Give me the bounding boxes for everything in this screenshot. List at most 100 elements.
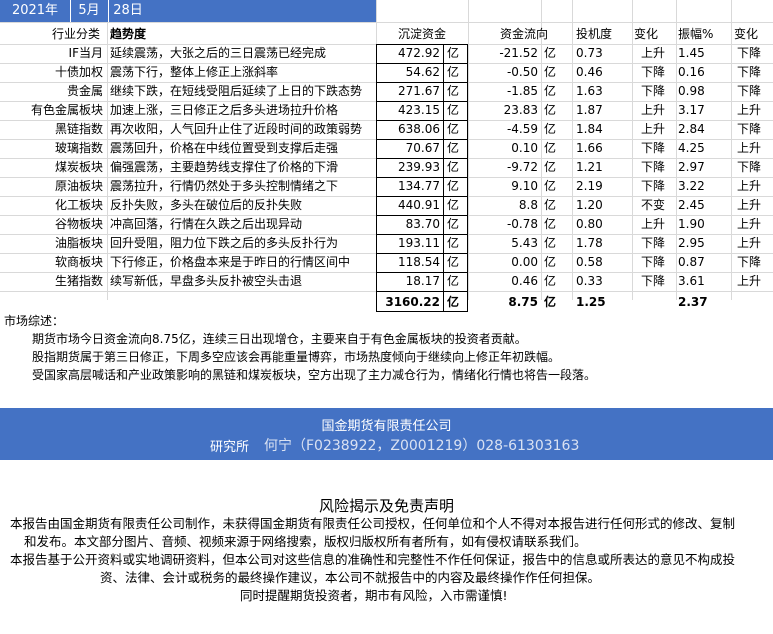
row-name: 谷物板块 <box>54 217 103 231</box>
row-capital-unit: 亿 <box>447 255 460 269</box>
header-change1: 变化 <box>634 27 659 41</box>
row-change1: 上升 <box>641 122 666 136</box>
row-speculation: 1.84 <box>576 122 603 136</box>
row-trend: 续写新低，早盘多头反扑被空头击退 <box>110 274 303 288</box>
row-flow: -1.85 <box>506 84 538 98</box>
row-name: IF当月 <box>68 46 103 60</box>
date-day: 28日 <box>113 3 143 18</box>
row-speculation: 1.20 <box>576 198 603 212</box>
header-amplitude: 振幅% <box>678 27 714 41</box>
row-name: 贵金属 <box>66 84 103 98</box>
summary-line: 受国家高层喊话和产业政策影响的黑链和煤炭板块，空方出现了主力减仓行为，情绪化行情… <box>32 368 597 382</box>
row-trend: 冲高回落，行情在久跌之后出现异动 <box>110 217 303 231</box>
row-change2: 上升 <box>737 179 762 193</box>
row-trend: 震荡回升，价格在中线位置受到支撑后走强 <box>110 141 339 155</box>
capital-box-rule <box>376 196 468 197</box>
row-change1: 下降 <box>641 274 666 288</box>
date-year: 2021年 <box>0 0 71 22</box>
disclaimer-line: 资、法律、会计或税务的最终操作建议，本公司不就报告中的内容及最终操作作任何担保。 <box>100 570 601 585</box>
row-trend: 反扑失败，多头在破位后的反扑失败 <box>110 198 303 212</box>
row-flow: -4.59 <box>506 122 538 136</box>
row-capital-unit: 亿 <box>447 65 460 79</box>
row-name: 原油板块 <box>54 179 103 193</box>
row-change1: 下降 <box>641 84 666 98</box>
row-amplitude: 0.98 <box>678 84 705 98</box>
row-flow-unit: 亿 <box>544 217 557 231</box>
summary-label: 市场综述： <box>4 314 65 328</box>
row-change2: 下降 <box>737 46 762 60</box>
row-name: 煤炭板块 <box>54 160 103 174</box>
row-change2: 下降 <box>737 122 762 136</box>
row-amplitude: 2.95 <box>678 236 705 250</box>
summary-line: 期货市场今日资金流向8.75亿，连续三日出现增仓，主要来自于有色金属板块的投资者… <box>32 332 527 346</box>
row-amplitude: 1.90 <box>678 217 705 231</box>
row-flow-unit: 亿 <box>544 255 557 269</box>
capital-box-rule <box>376 215 468 216</box>
row-capital-unit: 亿 <box>447 217 460 231</box>
row-change2: 上升 <box>737 198 762 212</box>
row-capital: 638.06 <box>398 122 440 136</box>
grid-line <box>541 0 542 300</box>
row-capital: 18.17 <box>405 274 440 288</box>
row-name: 化工板块 <box>54 198 103 212</box>
row-flow: 0.00 <box>511 255 538 269</box>
row-change2: 上升 <box>737 217 762 231</box>
capital-box-divider <box>443 44 444 312</box>
row-capital: 70.67 <box>405 141 440 155</box>
row-trend: 加速上涨，三日修正之后多头进场拉升价格 <box>110 103 339 117</box>
row-capital: 472.92 <box>398 46 440 60</box>
grid-line <box>676 0 677 300</box>
row-flow: 8.8 <box>518 198 538 212</box>
row-speculation: 1.87 <box>576 103 603 117</box>
row-amplitude: 0.16 <box>678 65 705 79</box>
row-change2: 下降 <box>737 84 762 98</box>
row-amplitude: 2.97 <box>678 160 705 174</box>
row-change1: 下降 <box>641 236 666 250</box>
row-capital: 54.62 <box>405 65 440 79</box>
row-amplitude: 3.22 <box>678 179 705 193</box>
row-name: 生猪指数 <box>54 274 103 288</box>
row-amplitude: 1.45 <box>678 46 705 60</box>
capital-box-rule <box>376 253 468 254</box>
capital-box-rule <box>376 158 468 159</box>
row-flow: -9.72 <box>506 160 538 174</box>
row-change2: 上升 <box>737 274 762 288</box>
total-speculation: 1.25 <box>576 295 606 309</box>
row-capital-unit: 亿 <box>447 160 460 174</box>
row-capital-unit: 亿 <box>447 236 460 250</box>
row-capital: 134.77 <box>398 179 440 193</box>
analyst-contact: 何宁（F0238922，Z0001219）028-61303163 <box>264 438 580 454</box>
row-flow: -0.50 <box>506 65 538 79</box>
row-amplitude: 2.84 <box>678 122 705 136</box>
row-capital: 423.15 <box>398 103 440 117</box>
row-speculation: 1.63 <box>576 84 603 98</box>
disclaimer-line: 本报告基于公开资料或实地调研资料，但本公司对这些信息的准确性和完整性不作任何保证… <box>10 552 736 567</box>
capital-box-rule <box>376 139 468 140</box>
totals-row: 3160.22 亿 8.75 亿 1.25 2.37 <box>0 293 773 312</box>
row-change1: 下降 <box>641 141 666 155</box>
row-capital-unit: 亿 <box>447 198 460 212</box>
department: 研究所 <box>210 440 250 455</box>
row-change2: 下降 <box>737 65 762 79</box>
total-flow: 8.75 <box>508 295 538 309</box>
row-trend: 震荡拉升，行情仍然处于多头控制情绪之下 <box>110 179 339 193</box>
row-capital-unit: 亿 <box>447 103 460 117</box>
row-capital: 83.70 <box>405 217 440 231</box>
row-change1: 下降 <box>641 179 666 193</box>
total-capital: 3160.22 <box>385 295 440 309</box>
row-capital-unit: 亿 <box>447 141 460 155</box>
header-speculation: 投机度 <box>576 27 613 41</box>
row-change2: 上升 <box>737 236 762 250</box>
total-amplitude: 2.37 <box>678 295 708 309</box>
row-amplitude: 4.25 <box>678 141 705 155</box>
row-speculation: 0.58 <box>576 255 603 269</box>
